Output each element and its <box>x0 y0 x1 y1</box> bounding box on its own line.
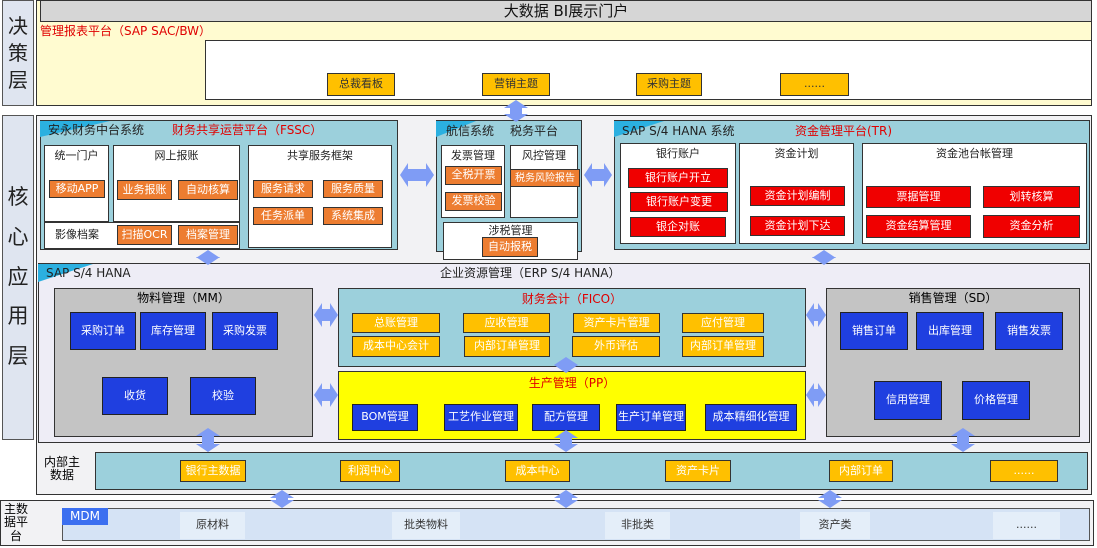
pp-item: 生产订单管理 <box>616 404 686 431</box>
tax-item: 发票校验 <box>445 192 502 211</box>
fico-title: 财务会计（FICO） <box>521 292 623 307</box>
tr-item: 银行账户开立 <box>628 168 728 188</box>
double-arrow-icon <box>806 383 826 407</box>
fssc-item: 移动APP <box>49 180 105 198</box>
double-arrow-icon <box>400 163 434 187</box>
fico-item: 应收管理 <box>463 313 550 333</box>
tax-system: 航信系统 <box>446 124 495 139</box>
double-arrow-icon <box>812 250 836 265</box>
double-arrow-icon <box>196 250 220 265</box>
tax-item: 税务风险报告 <box>510 169 580 187</box>
internal-md-item: 成本中心 <box>505 460 570 482</box>
internal-md-bar <box>95 452 1088 490</box>
mm-item: 校验 <box>190 377 256 415</box>
tr-title: 资金管理平台(TR) <box>795 124 893 139</box>
internal-md-item: 内部订单 <box>829 460 893 482</box>
fssc-item: 服务请求 <box>253 180 313 198</box>
decision-item: ...... <box>780 73 849 96</box>
sd-box <box>826 288 1080 437</box>
mdm-item: 资产类 <box>800 512 870 539</box>
fssc-item: 档案管理 <box>178 225 238 245</box>
double-arrow-icon <box>951 428 975 452</box>
tr-item: 票据管理 <box>866 186 971 208</box>
decision-title: 管理报表平台（SAP SAC/BW） <box>40 24 212 39</box>
internal-md-item: 银行主数据 <box>180 460 246 482</box>
tax-item: 自动报税 <box>482 237 538 257</box>
double-arrow-icon <box>554 357 578 373</box>
double-arrow-icon <box>554 430 578 452</box>
double-arrow-icon <box>314 303 338 327</box>
sd-item: 价格管理 <box>962 381 1030 420</box>
pp-title: 生产管理（PP） <box>528 376 616 391</box>
double-arrow-icon <box>554 490 578 508</box>
fico-item: 总账管理 <box>352 313 440 333</box>
decision-item: 采购主题 <box>636 73 702 96</box>
double-arrow-icon <box>196 428 220 452</box>
tax-title: 税务平台 <box>510 124 559 139</box>
fico-item: 内部订单管理 <box>682 336 764 357</box>
mm-item: 库存管理 <box>140 312 206 350</box>
side-label-core: 核心应用层 <box>2 115 34 440</box>
mm-box <box>54 288 313 437</box>
fico-item: 成本中心会计 <box>352 336 440 357</box>
erp-title: 企业资源管理（ERP S/4 HANA） <box>440 266 621 281</box>
sd-item: 销售发票 <box>995 312 1063 350</box>
fssc-system: 安永财务中台系统 <box>48 123 145 138</box>
tr-item: 资金计划下达 <box>750 216 845 236</box>
double-arrow-icon <box>504 100 528 122</box>
fssc-item: 业务报账 <box>117 180 172 200</box>
tr-item: 银企对账 <box>630 217 726 237</box>
tax-item: 全税开票 <box>445 166 502 185</box>
fssc-title: 财务共享运营平台（FSSC） <box>172 123 323 138</box>
decision-item: 总裁看板 <box>327 73 395 96</box>
mm-item: 采购订单 <box>70 312 136 350</box>
fico-item: 应付管理 <box>682 313 764 333</box>
double-arrow-icon <box>270 490 294 508</box>
sd-item: 出库管理 <box>916 312 984 350</box>
tr-item: 资金分析 <box>983 215 1080 238</box>
mdm-item: 批类物料 <box>392 512 460 539</box>
fssc-item: 系统集成 <box>323 207 383 225</box>
sd-item: 信用管理 <box>874 381 942 420</box>
mm-item: 收货 <box>102 377 168 415</box>
pp-item: 配方管理 <box>532 404 600 431</box>
fico-item: 内部订单管理 <box>464 336 550 357</box>
fssc-item: 扫描OCR <box>117 225 172 245</box>
tr-item: 资金结算管理 <box>866 215 971 238</box>
double-arrow-icon <box>584 163 612 187</box>
internal-md-item: 资产卡片 <box>665 460 731 482</box>
erp-tag: SAP S/4 HANA <box>46 266 131 281</box>
sd-item: 销售订单 <box>840 312 908 350</box>
double-arrow-icon <box>806 303 826 327</box>
mdm-item: 非批类 <box>605 512 670 539</box>
top-title-bar: 大数据 BI展示门户 <box>40 0 1092 22</box>
mdm-item: 原材料 <box>180 512 245 539</box>
fssc-item: 服务质量 <box>323 180 383 198</box>
fico-item: 资产卡片管理 <box>573 313 660 333</box>
side-label-master: 主数据平台 <box>3 502 28 543</box>
pp-item: 成本精细化管理 <box>705 404 797 431</box>
internal-md-item: 利润中心 <box>340 460 400 482</box>
mdm-item: ...... <box>993 512 1060 539</box>
fico-item: 外币评估 <box>572 336 660 357</box>
tr-item: 资金计划编制 <box>750 186 845 206</box>
mm-title: 物料管理（MM） <box>137 291 230 306</box>
sd-title: 销售管理（SD） <box>908 291 998 306</box>
tr-system: SAP S/4 HANA 系统 <box>622 124 735 139</box>
fssc-item: 自动核算 <box>178 180 238 200</box>
decision-item: 营销主题 <box>482 73 550 96</box>
mm-item: 采购发票 <box>212 312 278 350</box>
tr-item: 划转核算 <box>983 186 1080 208</box>
internal-md-item: ...... <box>990 460 1058 482</box>
side-label-internal-md: 内部主数据 <box>43 454 80 482</box>
double-arrow-icon <box>818 490 842 508</box>
tr-item: 银行账户变更 <box>630 192 728 212</box>
pp-item: BOM管理 <box>352 404 418 431</box>
mdm-tag: MDM <box>62 508 108 525</box>
double-arrow-icon <box>314 383 338 407</box>
side-label-decision: 决策层 <box>2 0 34 106</box>
pp-item: 工艺作业管理 <box>444 404 518 431</box>
fssc-item: 任务派单 <box>253 207 313 225</box>
